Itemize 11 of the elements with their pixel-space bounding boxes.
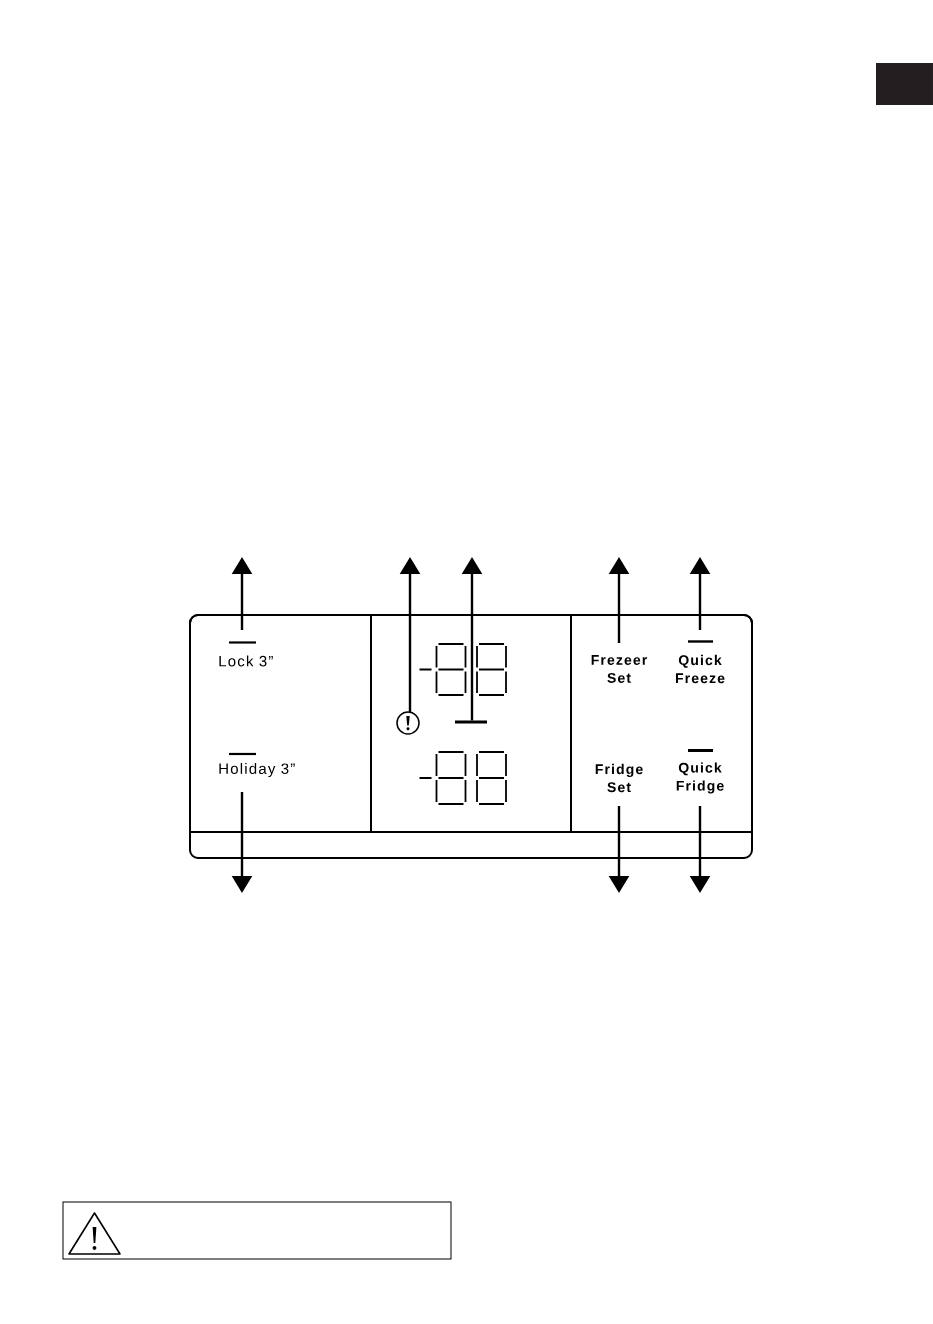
button-label: Fridge Set [595, 763, 643, 793]
button-label: Lock 3” [219, 655, 273, 667]
button-label: Quick Freeze [675, 654, 725, 684]
alert-icon [396, 711, 420, 735]
panel-section [370, 614, 572, 833]
panel-section [189, 614, 372, 833]
panel-section [570, 614, 753, 833]
button-label: Frezeer Set [591, 655, 648, 683]
indicator-bar [455, 720, 487, 724]
button-label: Holiday 3” [219, 763, 295, 777]
button-label: Quick Fridge [676, 762, 724, 794]
